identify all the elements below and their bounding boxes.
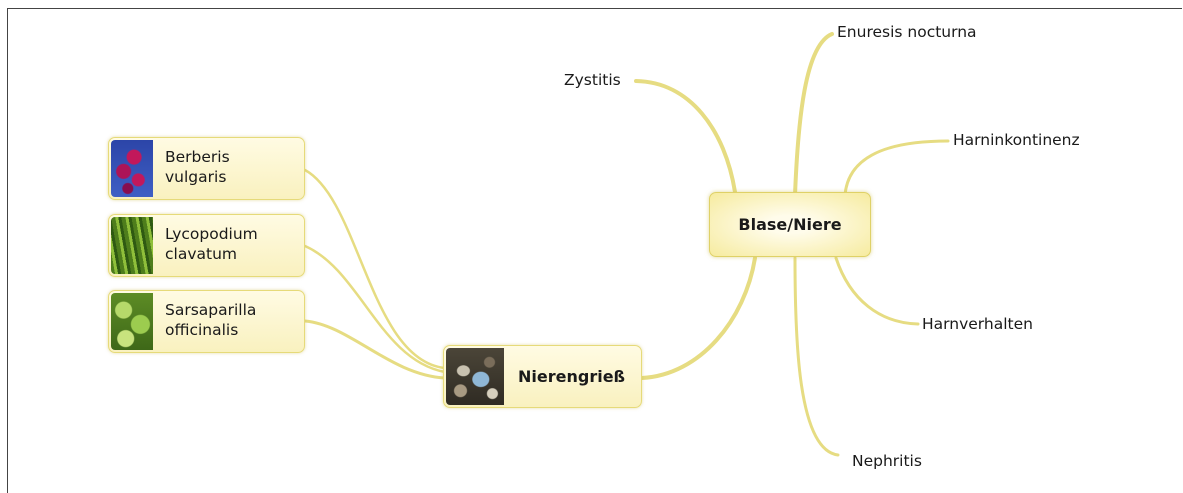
link-hub-subhub bbox=[640, 256, 757, 380]
hub-label: Blase/Niere bbox=[738, 215, 842, 234]
remedy-label: Sarsaparilla officinalis bbox=[165, 301, 257, 339]
branch-harninkontinenz[interactable]: Harninkontinenz bbox=[953, 131, 1080, 149]
diagram-frame bbox=[7, 8, 1182, 493]
link-zystitis bbox=[634, 79, 737, 194]
branch-nephritis[interactable]: Nephritis bbox=[852, 452, 922, 470]
link-harninkontinenz bbox=[843, 139, 950, 197]
subhub-node-nierengriess[interactable]: Nierengrieß bbox=[443, 345, 642, 408]
subhub-label: Nierengrieß bbox=[518, 367, 626, 386]
link-enuresis bbox=[793, 32, 834, 197]
branch-enuresis-nocturna[interactable]: Enuresis nocturna bbox=[837, 23, 977, 41]
remedy-node-lycopodium[interactable]: Lycopodium clavatum bbox=[108, 214, 305, 277]
lycopodium-plant-photo bbox=[111, 217, 153, 274]
link-harnverhalten bbox=[834, 256, 920, 326]
sarsaparilla-leaves-photo bbox=[111, 293, 153, 350]
hub-node-blase-niere[interactable]: Blase/Niere bbox=[709, 192, 871, 257]
gravel-stones-photo bbox=[446, 348, 504, 405]
remedy-node-sarsaparilla[interactable]: Sarsaparilla officinalis bbox=[108, 290, 305, 353]
remedy-label: Berberis vulgaris bbox=[165, 148, 230, 186]
branch-zystitis[interactable]: Zystitis bbox=[564, 71, 621, 89]
remedy-node-berberis[interactable]: Berberis vulgaris bbox=[108, 137, 305, 200]
link-sarsaparilla bbox=[303, 319, 447, 380]
link-lycopodium bbox=[303, 244, 447, 374]
link-berberis bbox=[303, 168, 447, 370]
remedy-label: Lycopodium clavatum bbox=[165, 225, 258, 263]
branch-harnverhalten[interactable]: Harnverhalten bbox=[922, 315, 1033, 333]
berberis-flower-photo bbox=[111, 140, 153, 197]
link-nephritis bbox=[793, 256, 840, 457]
